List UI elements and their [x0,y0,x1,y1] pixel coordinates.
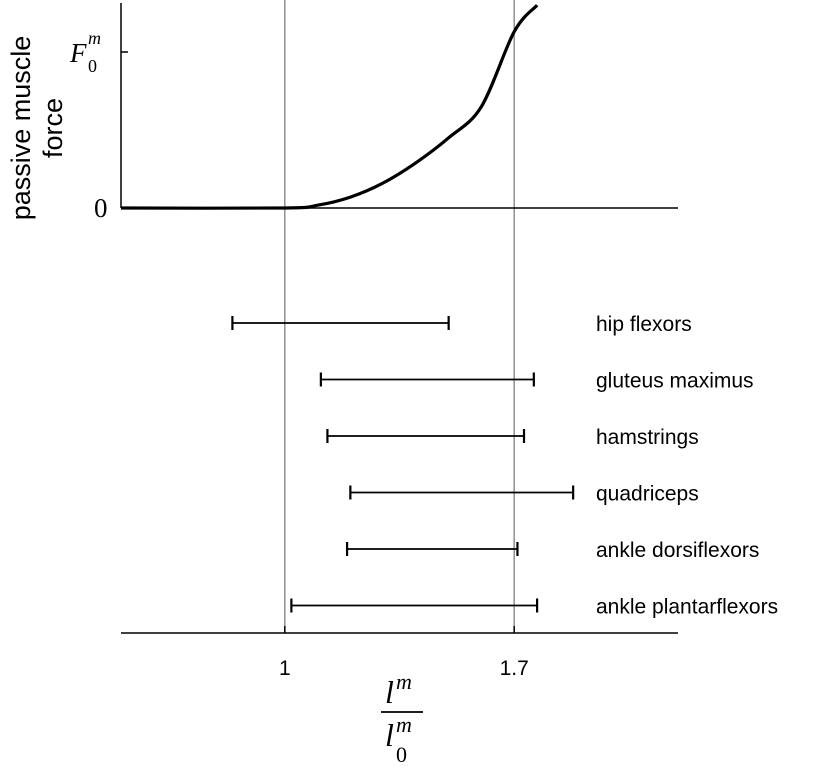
y-axis-label-line2: force [38,98,68,158]
x-label-denominator-sup: m [396,712,412,737]
muscle-label: hip flexors [596,313,692,336]
x-label-denominator-sub: 0 [396,742,407,767]
y-tick-fmax-sup: m [88,28,101,48]
range-row: gluteus maximus [319,370,754,393]
range-row: quadriceps [349,483,699,506]
y-tick-zero: 0 [94,193,108,223]
muscle-label: quadriceps [596,483,699,506]
muscle-label: hamstrings [596,426,699,449]
muscle-label: gluteus maximus [596,370,754,393]
reference-lines [284,0,515,633]
x-label-denominator: l [385,717,394,753]
muscle-label: ankle plantarflexors [596,596,778,619]
passive-force-curve [120,4,539,210]
range-row: ankle dorsiflexors [345,539,759,562]
range-bars: hip flexors gluteus maximus hamstrings quad… [231,313,778,619]
range-row: hamstrings [326,426,699,449]
x-tick-label: 1.7 [500,657,529,680]
y-tick-fmax-sub: 0 [88,56,97,76]
range-row: ankle plantarflexors [290,596,778,619]
range-row: hip flexors [231,313,692,336]
y-tick-fmax: F 0 m [69,28,101,76]
x-axis-label: l m l 0 m [381,669,423,767]
x-label-numerator-sup: m [396,669,412,694]
y-tick-fmax-base: F [69,38,87,68]
muscle-label: ankle dorsiflexors [596,539,759,562]
x-tick-label: 1 [279,657,291,680]
y-axis-label-line1: passive muscle [6,36,36,221]
x-label-numerator: l [385,674,394,710]
